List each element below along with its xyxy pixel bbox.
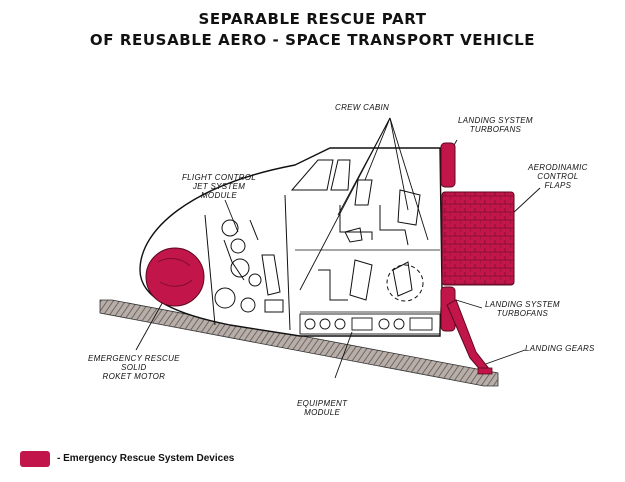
- diagram-title-line-2: OF REUSABLE AERO - SPACE TRANSPORT VEHIC…: [89, 31, 536, 49]
- ground-slope: [99, 299, 499, 387]
- diagram-title-line-1: SEPARABLE RESCUE PART: [198, 10, 427, 28]
- label-crew-cabin: CREW CABIN: [335, 103, 390, 112]
- landing-turbofan-top: [440, 142, 456, 188]
- label-landing-gears: LANDING GEARS: [525, 344, 595, 353]
- landing-gear: [446, 299, 491, 373]
- legend-swatch: [20, 451, 50, 467]
- aerodynamic-flaps: [441, 191, 515, 286]
- emergency-rocket-motor: [145, 247, 205, 307]
- cockpit-window: [290, 159, 334, 191]
- cockpit-window-2: [330, 159, 351, 191]
- legend-text: - Emergency Rescue System Devices: [57, 453, 235, 464]
